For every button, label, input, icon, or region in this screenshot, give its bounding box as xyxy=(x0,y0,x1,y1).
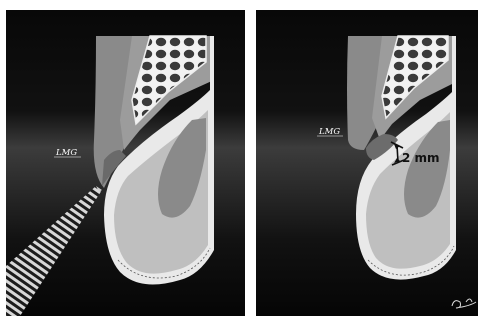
right-lmg-label: LMG xyxy=(318,127,340,137)
right-panel: 2 mm LMG xyxy=(256,10,478,316)
right-measurement-label: 2 mm xyxy=(402,151,440,165)
left-lmg-label: LMG xyxy=(55,148,77,158)
left-panel: LMG xyxy=(6,10,245,316)
